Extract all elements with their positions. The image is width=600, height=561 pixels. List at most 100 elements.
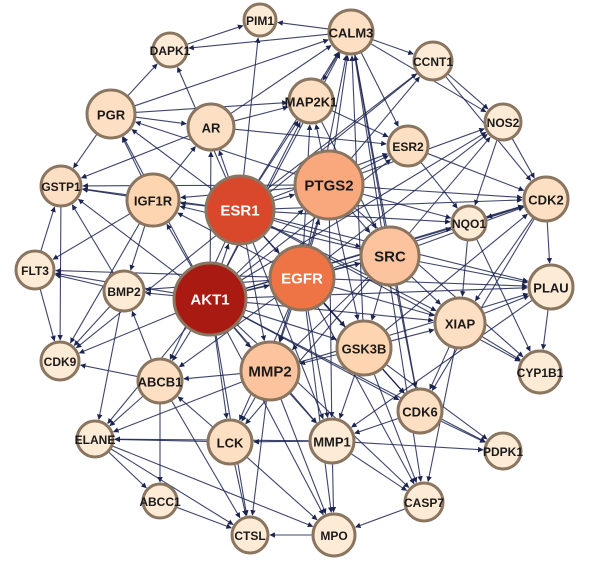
- node-circle-bmp2: [102, 269, 146, 313]
- edge-igf1r-flt3: [52, 212, 131, 260]
- edge-calm3-esr2: [360, 51, 399, 127]
- edge-mmp2-lck: [241, 396, 257, 422]
- node-plau[interactable]: PLAU: [527, 263, 575, 311]
- node-xiap[interactable]: XIAP: [433, 296, 487, 350]
- node-elane[interactable]: ELANE: [75, 419, 116, 459]
- edge-ptgs2-mmp1: [328, 218, 335, 418]
- node-circle-mmp2: [239, 340, 301, 402]
- node-mmp1[interactable]: MMP1: [308, 417, 356, 465]
- edge-egfr-nos2: [326, 133, 488, 259]
- edge-esr1-pim1: [243, 37, 261, 177]
- node-circle-nos2: [483, 102, 523, 142]
- edge-abcb1-elane: [109, 395, 144, 427]
- node-mmp2[interactable]: MMP2: [239, 340, 301, 402]
- node-gsk3b[interactable]: GSK3B: [335, 319, 393, 377]
- node-casp7[interactable]: CASP7: [403, 481, 445, 523]
- node-label-cyp1b1: CYP1B1: [517, 366, 564, 380]
- node-label-cdk2: CDK2: [528, 193, 563, 208]
- node-akt1[interactable]: AKT1: [172, 261, 248, 337]
- node-label-gsk3b: GSK3B: [342, 342, 387, 357]
- node-abcb1[interactable]: ABCB1: [136, 357, 184, 405]
- node-label-pdpk1: PDPK1: [483, 445, 523, 459]
- node-calm3[interactable]: CALM3: [327, 8, 375, 56]
- edge-igf1r-pgr: [121, 136, 143, 177]
- node-egfr[interactable]: EGFR: [268, 244, 336, 312]
- node-gstp1[interactable]: GSTP1: [39, 164, 83, 208]
- node-esr1[interactable]: ESR1: [204, 174, 276, 246]
- edge-xiap-plau: [482, 295, 530, 315]
- node-lck[interactable]: LCK: [206, 418, 254, 466]
- node-circle-abcb1: [136, 357, 184, 405]
- edge-bmp2-gstp1: [71, 204, 115, 275]
- edge-egfr-mmp1: [307, 309, 330, 418]
- node-ccnt1[interactable]: CCNT1: [412, 40, 454, 82]
- edge-cdk6-mmp1: [354, 417, 400, 435]
- edge-casp7-mpo: [355, 507, 407, 528]
- edge-nqo1-xiap: [460, 239, 469, 297]
- edge-nqo1-cyp1b1: [475, 238, 531, 352]
- node-circle-egfr: [268, 244, 336, 312]
- edge-abcb1-bmp2: [131, 310, 153, 361]
- node-cdk6[interactable]: CDK6: [396, 387, 444, 435]
- edge-pgr-gstp1: [73, 133, 98, 169]
- node-label-mpo: MPO: [320, 529, 347, 543]
- edge-egfr-xiap: [332, 286, 435, 317]
- edge-akt1-gstp1: [78, 198, 182, 278]
- node-pim1[interactable]: PIM1: [242, 2, 278, 38]
- edge-akt1-cdk6: [241, 315, 400, 401]
- node-pgr[interactable]: PGR: [85, 88, 137, 140]
- edge-akt1-lck: [214, 334, 229, 419]
- node-circle-igf1r: [125, 172, 181, 228]
- node-label-dapk1: DAPK1: [150, 44, 191, 58]
- edge-calm3-pim1: [277, 20, 330, 30]
- edge-mmp2-mpo: [279, 397, 327, 515]
- node-cdk2[interactable]: CDK2: [522, 175, 570, 223]
- node-src[interactable]: SRC: [359, 225, 421, 287]
- edge-mmp2-ctsl: [250, 399, 268, 516]
- edge-gsk3b-casp7: [373, 373, 418, 483]
- node-ptgs2[interactable]: PTGS2: [293, 149, 365, 221]
- node-circle-mmp1: [308, 417, 356, 465]
- edge-ar-map2k1: [233, 105, 289, 122]
- node-igf1r[interactable]: IGF1R: [125, 172, 181, 228]
- edge-esr1-map2k1: [258, 120, 299, 182]
- node-label-plau: PLAU: [533, 281, 568, 296]
- node-circle-dapk1: [151, 31, 189, 69]
- edge-ptgs2-gsk3b: [335, 218, 360, 321]
- node-dapk1[interactable]: DAPK1: [150, 31, 191, 69]
- edge-akt1-igf1r: [166, 223, 193, 269]
- edge-esr2-cdk2: [426, 152, 525, 192]
- node-map2k1[interactable]: MAP2K1: [285, 77, 338, 125]
- node-circle-esr1: [204, 174, 276, 246]
- edge-lck-elane: [114, 436, 209, 443]
- edge-calm3-dapk1: [188, 33, 330, 51]
- edge-abcb1-ctsl: [170, 399, 241, 519]
- node-circle-nqo1: [450, 204, 488, 242]
- node-ar[interactable]: AR: [186, 102, 236, 152]
- node-abcc1[interactable]: ABCC1: [139, 482, 181, 520]
- edge-gsk3b-mmp2: [299, 353, 338, 366]
- edge-map2k1-esr2: [330, 109, 389, 138]
- node-ctsl[interactable]: CTSL: [230, 515, 270, 555]
- node-cdk9[interactable]: CDK9: [39, 340, 81, 382]
- edge-gsk3b-mmp1: [338, 373, 356, 419]
- node-esr2[interactable]: ESR2: [386, 124, 430, 168]
- node-nqo1[interactable]: NQO1: [450, 204, 488, 242]
- node-label-src: SRC: [374, 249, 406, 266]
- edge-esr1-xiap: [269, 225, 437, 312]
- edge-pgr-dapk1: [126, 63, 158, 97]
- node-nos2[interactable]: NOS2: [483, 102, 523, 142]
- node-mpo[interactable]: MPO: [311, 512, 357, 558]
- node-bmp2[interactable]: BMP2: [102, 269, 146, 313]
- node-circle-cdk2: [522, 175, 570, 223]
- edge-akt1-bmp2: [145, 290, 175, 297]
- node-flt3[interactable]: FLT3: [14, 249, 56, 291]
- edge-plau-mmp1: [351, 299, 534, 428]
- node-cyp1b1[interactable]: CYP1B1: [517, 349, 564, 395]
- node-label-calm3: CALM3: [329, 26, 374, 41]
- edge-egfr-mpo: [305, 309, 334, 513]
- node-pdpk1[interactable]: PDPK1: [483, 431, 523, 471]
- edge-calm3-ccnt1: [371, 38, 414, 55]
- node-label-bmp2: BMP2: [107, 285, 141, 299]
